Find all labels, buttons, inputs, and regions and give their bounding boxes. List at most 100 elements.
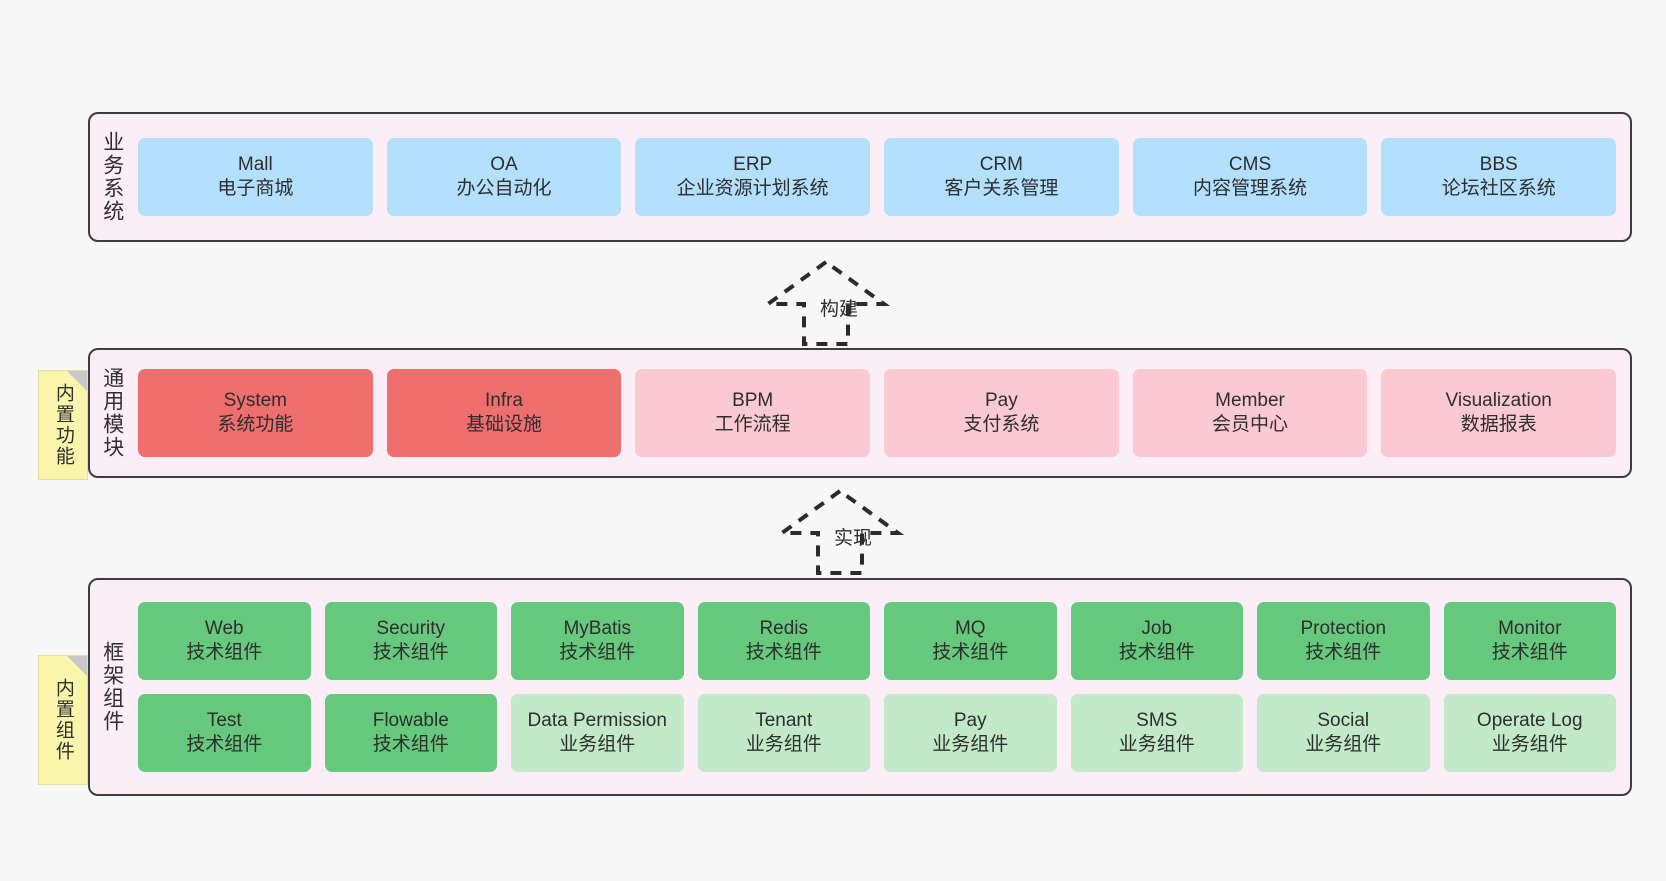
module-name: CRM <box>979 153 1023 175</box>
framework-tech-box-6[interactable]: Protection 技术组件 <box>1257 602 1430 680</box>
sticky-note-builtin-features-label: 内置功能 <box>52 383 74 467</box>
framework-tech-box-0[interactable]: Web 技术组件 <box>138 602 311 680</box>
module-desc: 办公自动化 <box>456 178 552 199</box>
module-desc: 基础设施 <box>466 414 543 435</box>
framework-tech-box-2[interactable]: MyBatis 技术组件 <box>511 602 684 680</box>
framework-business-box-1[interactable]: Flowable 技术组件 <box>324 694 497 772</box>
common-module-box-4[interactable]: Member 会员中心 <box>1132 369 1368 457</box>
common-module-box-0[interactable]: System 系统功能 <box>138 369 373 457</box>
framework-business-box-0[interactable]: Test 技术组件 <box>138 694 311 772</box>
framework-tech-box-4[interactable]: MQ 技术组件 <box>884 602 1057 680</box>
module-name: MQ <box>954 617 986 639</box>
module-name: SMS <box>1136 709 1178 731</box>
module-desc: 技术组件 <box>1305 642 1382 663</box>
module-name: Web <box>204 617 244 639</box>
module-name: BPM <box>732 389 774 411</box>
module-desc: 客户关系管理 <box>944 178 1059 199</box>
module-desc: 业务组件 <box>1305 734 1382 755</box>
module-desc: 工作流程 <box>714 414 791 435</box>
common-modules-row: System 系统功能 Infra 基础设施 BPM 工作流程 Pay 支付系统 Member 会… <box>134 350 1630 476</box>
module-desc: 技术组件 <box>1118 642 1195 663</box>
module-desc: 会员中心 <box>1212 414 1289 435</box>
module-name: Monitor <box>1498 617 1562 639</box>
module-desc: 电子商城 <box>217 178 294 199</box>
module-name: Pay <box>984 389 1018 411</box>
module-desc: 业务组件 <box>1118 734 1195 755</box>
module-name: Flowable <box>372 709 449 731</box>
framework-business-box-5[interactable]: SMS 业务组件 <box>1070 694 1243 772</box>
connector-implement: 实现 <box>774 487 914 577</box>
module-name: BBS <box>1479 153 1518 175</box>
module-name: Tenant <box>755 709 813 731</box>
module-desc: 技术组件 <box>932 642 1009 663</box>
module-name: Infra <box>484 389 524 411</box>
connector-build: 构建 <box>760 258 900 348</box>
module-desc: 技术组件 <box>186 734 263 755</box>
business-system-box-2[interactable]: ERP 企业资源计划系统 <box>635 138 871 216</box>
module-desc: 数据报表 <box>1460 414 1537 435</box>
note-fold-corner-icon <box>67 656 87 676</box>
module-desc: 技术组件 <box>372 734 449 755</box>
module-desc: 系统功能 <box>217 414 294 435</box>
framework-tech-box-7[interactable]: Monitor 技术组件 <box>1443 602 1616 680</box>
module-name: Social <box>1317 709 1370 731</box>
module-name: Pay <box>953 709 987 731</box>
module-name: Protection <box>1300 617 1387 639</box>
module-desc: 技术组件 <box>559 642 636 663</box>
framework-business-box-3[interactable]: Tenant 业务组件 <box>697 694 870 772</box>
module-name: Member <box>1215 389 1285 411</box>
business-system-box-1[interactable]: OA 办公自动化 <box>386 138 622 216</box>
module-desc: 技术组件 <box>186 642 263 663</box>
module-name: Operate Log <box>1476 709 1583 731</box>
module-name: Security <box>376 617 446 639</box>
sticky-note-builtin-components-label: 内置组件 <box>52 678 74 762</box>
module-name: System <box>223 389 288 411</box>
module-desc: 企业资源计划系统 <box>676 178 829 199</box>
layer-panel-business: 业务系统 Mall 电子商城 OA 办公自动化 ERP 企业资源计划系统 CRM 客户关系管理… <box>88 112 1632 242</box>
business-systems-row: Mall 电子商城 OA 办公自动化 ERP 企业资源计划系统 CRM 客户关系管理 CMS 内容… <box>134 114 1630 240</box>
module-name: ERP <box>733 153 773 175</box>
framework-tech-box-1[interactable]: Security 技术组件 <box>324 602 497 680</box>
connector-implement-label: 实现 <box>834 528 873 549</box>
connector-build-label: 构建 <box>820 299 859 320</box>
framework-business-box-6[interactable]: Social 业务组件 <box>1257 694 1430 772</box>
module-desc: 业务组件 <box>745 734 822 755</box>
framework-business-box-4[interactable]: Pay 业务组件 <box>884 694 1057 772</box>
common-module-box-2[interactable]: BPM 工作流程 <box>635 369 871 457</box>
note-fold-corner-icon <box>67 371 87 391</box>
business-system-box-4[interactable]: CMS 内容管理系统 <box>1132 138 1368 216</box>
module-desc: 技术组件 <box>372 642 449 663</box>
generalization-arrow-icon <box>761 259 891 346</box>
module-desc: 支付系统 <box>963 414 1040 435</box>
module-desc: 内容管理系统 <box>1193 178 1308 199</box>
module-desc: 业务组件 <box>932 734 1009 755</box>
module-name: Redis <box>759 617 809 639</box>
layer-label-business: 业务系统 <box>100 131 124 223</box>
business-system-box-3[interactable]: CRM 客户关系管理 <box>884 138 1119 216</box>
common-module-box-3[interactable]: Pay 支付系统 <box>884 369 1119 457</box>
module-desc: 技术组件 <box>1491 642 1568 663</box>
module-name: MyBatis <box>563 617 632 639</box>
generalization-arrow-icon <box>775 488 905 575</box>
module-name: CMS <box>1228 153 1272 175</box>
module-name: Data Permission <box>527 709 667 731</box>
sticky-note-builtin-features: 内置功能 <box>38 370 88 480</box>
business-system-box-0[interactable]: Mall 电子商城 <box>138 138 373 216</box>
module-name: OA <box>490 153 518 175</box>
sticky-note-builtin-components: 内置组件 <box>38 655 88 785</box>
common-module-box-1[interactable]: Infra 基础设施 <box>386 369 622 457</box>
module-name: Mall <box>237 153 273 175</box>
module-name: Test <box>206 709 242 731</box>
